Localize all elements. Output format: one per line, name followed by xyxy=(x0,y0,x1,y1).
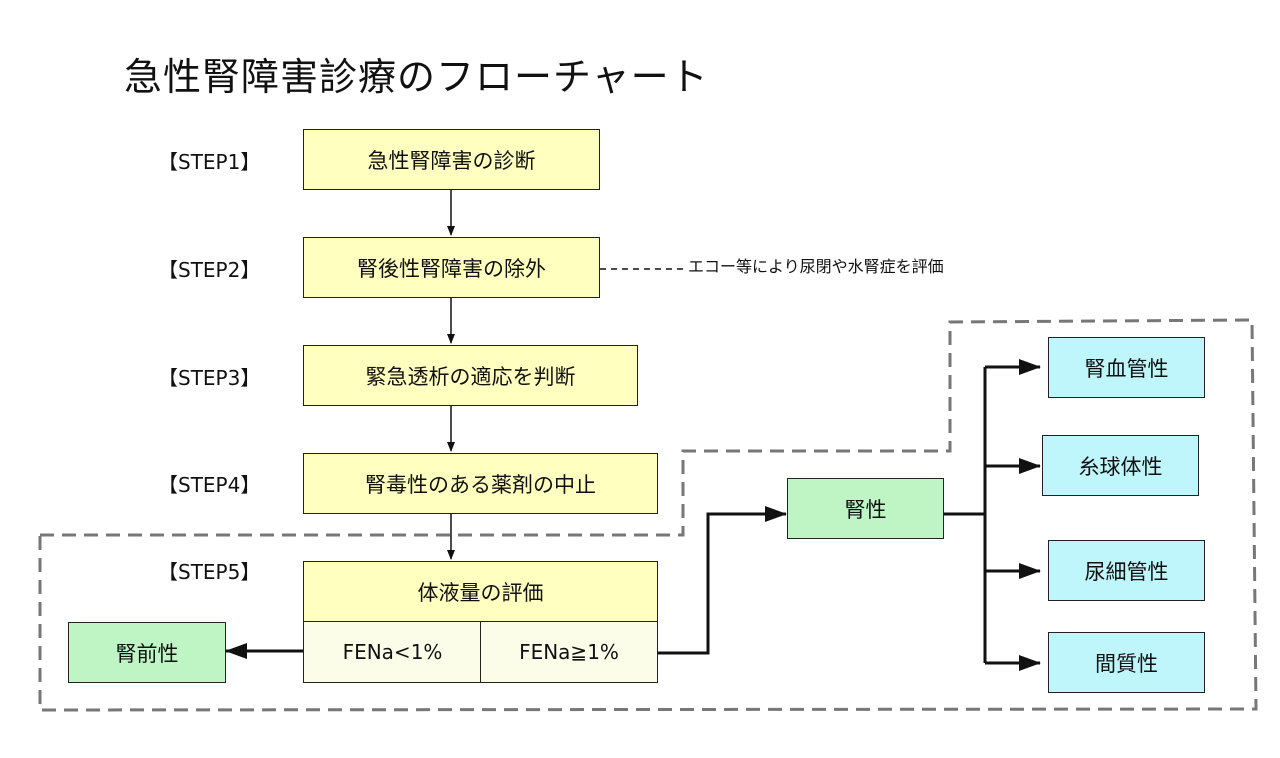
glomerular-box: 糸球体性 xyxy=(1042,435,1199,496)
interstitial-box: 間質性 xyxy=(1048,632,1205,693)
renal-box: 腎性 xyxy=(787,478,944,539)
tubular-box: 尿細管性 xyxy=(1048,540,1205,601)
step1-label: 【STEP1】 xyxy=(158,150,261,174)
step3-label: 【STEP3】 xyxy=(158,366,261,390)
page-title: 急性腎障害診療のフローチャート xyxy=(124,55,709,99)
step5-box: 体液量の評価 xyxy=(303,561,658,622)
prerenal-box: 腎前性 xyxy=(68,622,226,683)
step1-box: 急性腎障害の診断 xyxy=(303,129,600,190)
fena-high-box: FENa≧1% xyxy=(480,621,658,683)
step2-box: 腎後性腎障害の除外 xyxy=(303,237,600,298)
step5-label: 【STEP5】 xyxy=(158,560,261,584)
step4-box: 腎毒性のある薬剤の中止 xyxy=(303,453,658,514)
arrow-fena-high-renal xyxy=(658,506,787,655)
step5-dashed-region xyxy=(38,318,1258,712)
fena-low-box: FENa<1% xyxy=(303,621,482,683)
step2-label: 【STEP2】 xyxy=(158,258,261,282)
step2-note: エコー等により尿閉や水腎症を評価 xyxy=(688,257,944,276)
step4-label: 【STEP4】 xyxy=(158,473,261,497)
renal-vascular-box: 腎血管性 xyxy=(1048,337,1205,398)
step3-box: 緊急透析の適応を判断 xyxy=(303,345,638,406)
